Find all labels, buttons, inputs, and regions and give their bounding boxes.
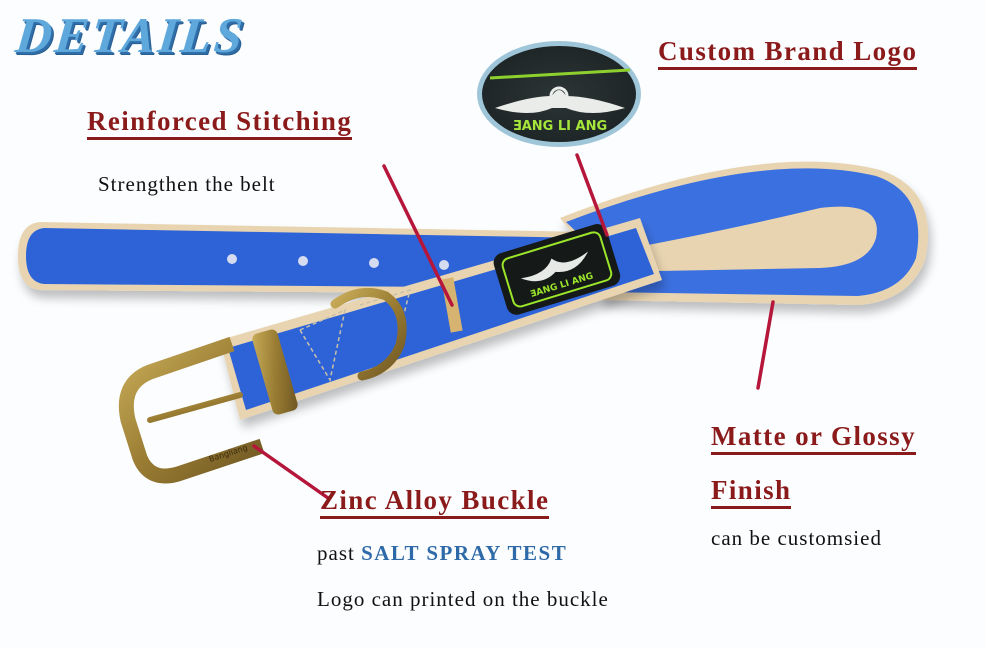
logo-heading: Custom Brand Logo: [658, 35, 918, 70]
buckle-description-prefix: past: [317, 541, 362, 565]
svg-text:ƎANG LI ANG: ƎANG LI ANG: [513, 119, 607, 134]
callout-lines: [252, 153, 775, 500]
brand-patch: ƎANG LI ANG: [493, 224, 621, 315]
buckle-heading: Zinc Alloy Buckle: [320, 484, 550, 519]
strap-hole: [439, 260, 449, 270]
finish-description: can be customsied: [711, 526, 882, 550]
page-title: DETAILS: [13, 7, 249, 63]
strap-hole: [369, 258, 379, 268]
buckle-description: past SALT SPRAY TEST: [317, 541, 567, 566]
salt-spray-highlight: SALT SPRAY TEST: [361, 541, 568, 565]
stitching-callout-line: [382, 164, 454, 307]
strap-hole: [227, 254, 237, 264]
finish-heading-line1: Matte or Glossy: [711, 420, 916, 455]
buckle-prong: [147, 392, 243, 423]
logo-callout-line: [575, 153, 609, 237]
buckle-logo-note: Logo can printed on the buckle: [317, 587, 609, 611]
buckle-callout-line: [252, 444, 330, 500]
finish-callout-line: [756, 300, 775, 390]
keeper-loop: [252, 329, 298, 415]
strap-hole: [298, 256, 308, 266]
finish-heading-line2: Finish: [711, 474, 792, 509]
zoom-loupe: ƎANG LI ANG: [477, 41, 641, 147]
stitching-description: Strengthen the belt: [98, 172, 276, 196]
d-ring: [330, 287, 407, 381]
stitching-heading: Reinforced Stitching: [87, 105, 353, 140]
